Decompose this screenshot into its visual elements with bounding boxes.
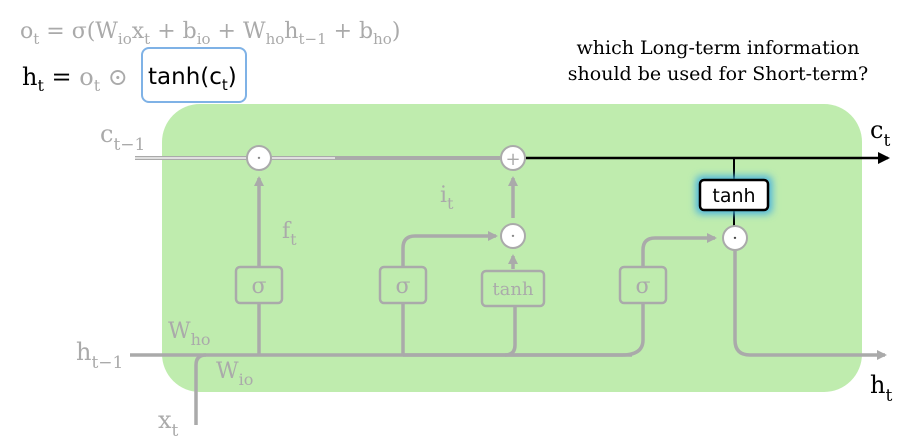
svg-text:+: + [505, 149, 520, 170]
mul-op-forget: · [246, 145, 272, 171]
equation-ht-tanh: tanh(ct) [148, 64, 237, 94]
label-x-t: xt [158, 406, 179, 441]
svg-text:σ: σ [251, 274, 266, 299]
svg-text:·: · [510, 226, 516, 247]
svg-text:tanh: tanh [492, 279, 534, 300]
candidate-tanh-gate: tanh [480, 269, 546, 308]
svg-text:·: · [732, 228, 738, 249]
add-op: + [500, 145, 526, 171]
x-input-line [194, 353, 207, 425]
forget-sigma-gate: σ [234, 265, 284, 305]
label-c-t: ct [870, 116, 890, 151]
question-line-1: which Long-term information [577, 37, 860, 59]
equation-ht: ht = ot ⊙ [22, 63, 128, 95]
output-line [733, 250, 887, 360]
label-f-t: ft [282, 219, 297, 249]
svg-text:tanh: tanh [712, 185, 755, 207]
label-c-prev: ct−1 [100, 120, 145, 155]
equation-ot: ot = σ(Wioxt + bio + Whoht−1 + bho) [20, 19, 400, 48]
label-w-io: Wio [216, 359, 253, 389]
svg-text:σ: σ [635, 274, 650, 299]
mul-op-output: · [722, 225, 748, 251]
label-i-t: it [440, 183, 454, 213]
question-line-2: should be used for Short-term? [568, 63, 868, 85]
label-h-prev: ht−1 [76, 338, 123, 373]
input-sigma-gate: σ [378, 265, 428, 305]
output-sigma-gate: σ [618, 265, 668, 305]
mul-op-input: · [500, 223, 526, 249]
svg-text:σ: σ [395, 274, 410, 299]
output-tanh-box: tanh [696, 176, 772, 214]
svg-text:·: · [256, 148, 262, 169]
label-h-t: ht [870, 371, 892, 406]
tanh-ct-highlight-box [141, 47, 247, 103]
label-w-ho: Who [168, 319, 211, 349]
